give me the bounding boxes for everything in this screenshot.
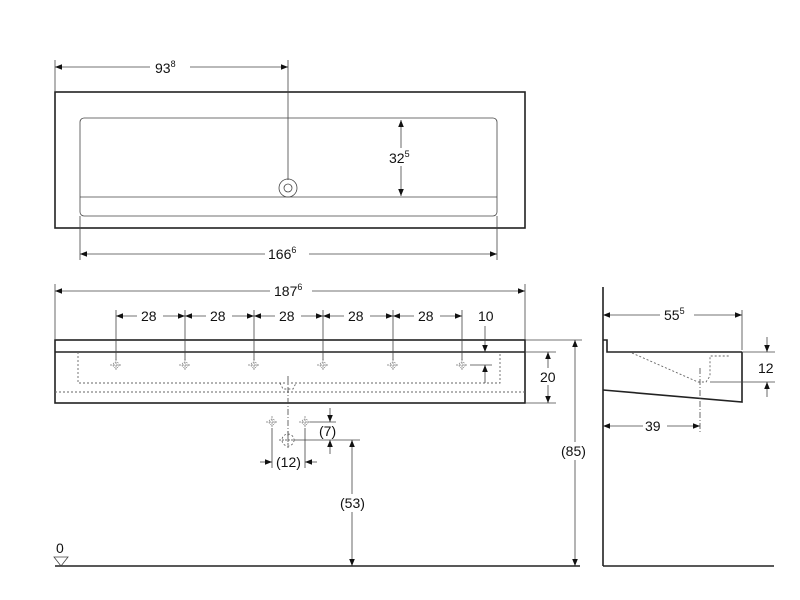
dim-tap-offset: 10 — [478, 308, 494, 324]
dim-basin-depth: 325 — [389, 149, 410, 166]
front-view: 1876 28 28 28 28 28 10 20 (12) (7) (53) … — [53, 282, 590, 567]
dim-tap-spacing: 28 — [279, 308, 295, 324]
dim-drain-height: (53) — [340, 495, 365, 511]
top-view: 938 325 1666 — [54, 58, 526, 262]
dim-drain-offset-h: (12) — [276, 454, 301, 470]
side-view: 555 12 39 — [602, 287, 775, 567]
dim-basin-width: 1666 — [268, 245, 296, 262]
dim-tap-spacing: 28 — [418, 308, 434, 324]
drain-position-icon — [279, 431, 297, 449]
dim-basin-height: 12 — [758, 360, 774, 376]
dim-height: 20 — [540, 369, 556, 385]
dim-tap-spacing: 28 — [210, 308, 226, 324]
floor-level-icon — [53, 556, 69, 567]
dim-overall-width: 1876 — [274, 282, 302, 299]
dim-width-to-drain: 938 — [155, 59, 176, 76]
dim-tap-spacing: 28 — [141, 308, 157, 324]
dim-drain-offset-v: (7) — [319, 423, 336, 439]
tap-holes — [109, 358, 469, 372]
dim-total-height: (85) — [561, 443, 586, 459]
dim-tap-spacing: 28 — [348, 308, 364, 324]
dim-depth: 555 — [664, 306, 685, 323]
floor-label: 0 — [56, 540, 64, 556]
drain-icon — [278, 178, 298, 198]
dim-drain-depth: 39 — [645, 418, 661, 434]
